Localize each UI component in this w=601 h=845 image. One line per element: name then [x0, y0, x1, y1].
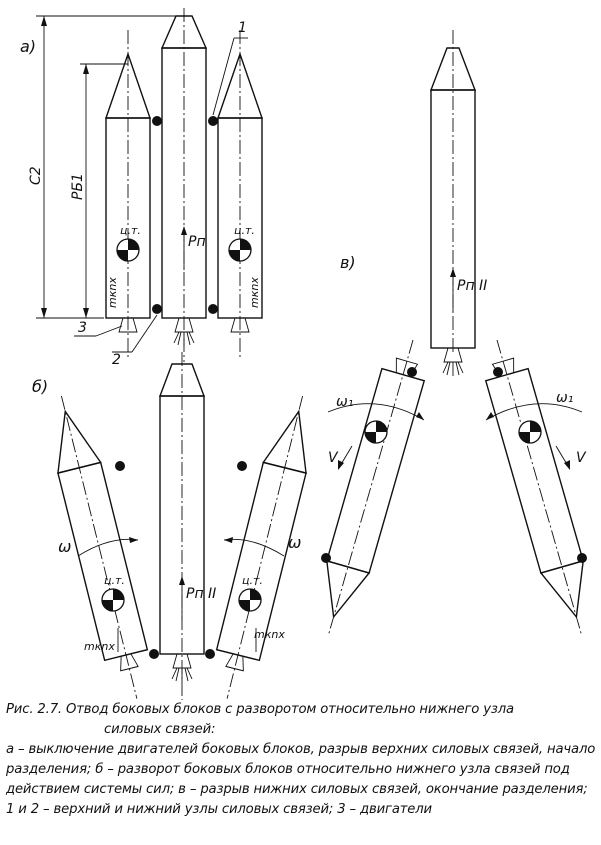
upper-link-node	[152, 116, 162, 126]
caption-body: а – выключение двигателей боковых блоков…	[6, 742, 596, 817]
link-node	[407, 367, 417, 377]
center-of-mass-icon	[238, 588, 262, 612]
center-of-mass-icon	[364, 420, 388, 444]
dim-rb1-label: РБ1	[70, 173, 86, 200]
cm-label: ц.т.	[120, 224, 141, 237]
force-v-label: Pп II	[457, 278, 487, 294]
center-of-mass-icon	[228, 238, 252, 262]
lower-link-node	[205, 649, 215, 659]
center-of-mass-icon	[101, 588, 125, 612]
exhaust-icon	[442, 361, 464, 377]
panel-v-label: в)	[340, 253, 356, 272]
dim-c2-label: С2	[28, 166, 44, 185]
lower-link-node	[208, 304, 218, 314]
left-booster-v: ω₁ V	[321, 339, 426, 635]
panel-a-label: а)	[20, 37, 36, 56]
load-label: mкnx	[84, 640, 115, 653]
omega-label: ω	[288, 533, 301, 552]
omega1-label: ω₁	[336, 394, 353, 410]
upper-link-node	[237, 461, 247, 471]
core-stage-b: Pп II	[158, 352, 216, 700]
caption-title: Рис. 2.7. Отвод боковых блоков с разворо…	[6, 702, 514, 717]
velocity-label: V	[576, 450, 587, 466]
link-node	[493, 367, 503, 377]
panel-v: в) Pп II ω₁	[321, 30, 587, 635]
cm-label: ц.т.	[104, 574, 125, 587]
center-of-mass-icon	[518, 420, 542, 444]
omega-label: ω	[58, 537, 71, 556]
cm-label: ц.т.	[234, 224, 255, 237]
left-booster-a: ц.т. mкnx	[105, 30, 151, 358]
exhaust-icon	[173, 331, 195, 347]
link-node	[577, 553, 587, 563]
lower-link-node	[149, 649, 159, 659]
callout-2-label: 2	[112, 352, 121, 368]
upper-link-node	[115, 461, 125, 471]
right-booster-v: ω₁ V	[484, 339, 587, 635]
figure-caption: Рис. 2.7. Отвод боковых блоков с разворо…	[6, 700, 596, 820]
panel-b-label: б)	[32, 377, 48, 396]
center-of-mass-icon	[116, 238, 140, 262]
load-label: mкnx	[106, 277, 119, 308]
load-label: mкnx	[248, 277, 261, 308]
callout-1-label: 1	[238, 20, 247, 36]
exhaust-icon	[171, 667, 193, 683]
panel-a: а) С2 РБ1 ц.т. mкnx	[20, 8, 263, 368]
velocity-label: V	[328, 450, 339, 466]
caption-title-continuation: силовых связей:	[104, 722, 216, 737]
upper-link-node	[208, 116, 218, 126]
force-a-label: Pп	[188, 234, 206, 250]
link-node	[321, 553, 331, 563]
cm-label: ц.т.	[242, 574, 263, 587]
lower-link-node	[152, 304, 162, 314]
omega1-label: ω₁	[556, 390, 573, 406]
left-booster-b: ц.т. mкnx	[57, 395, 149, 699]
right-booster-a: ц.т. mкnx	[217, 30, 263, 358]
right-booster-b: ц.т. mкnx	[215, 395, 307, 699]
core-stage-a: Pп	[160, 8, 208, 362]
force-b-label: Pп II	[186, 586, 216, 602]
panel-b: б) Pп II ц.т. mкnx	[32, 352, 307, 700]
core-stage-v: Pп II	[429, 30, 487, 377]
load-label: mкnx	[254, 628, 285, 641]
callout-3-label: 3	[78, 320, 87, 336]
